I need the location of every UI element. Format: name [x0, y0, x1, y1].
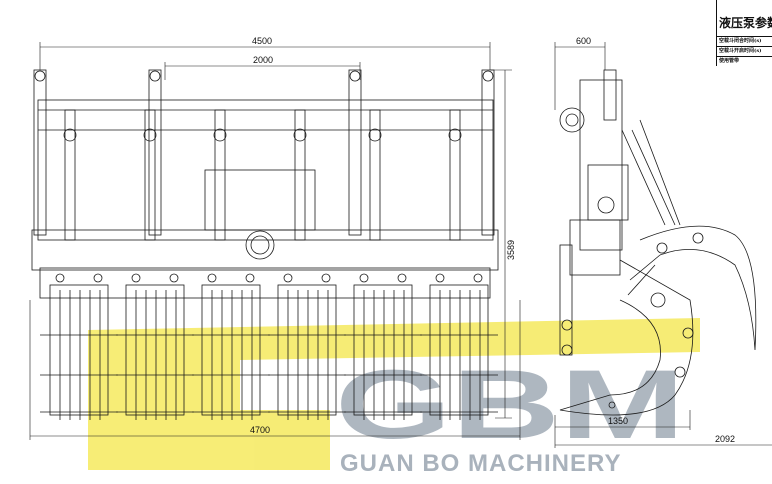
dimension-lines: [29, 42, 772, 448]
spec-table: 液压泵参数 空载斗闭合时间(s) 空载斗开启时间(s) 使用管带: [716, 0, 772, 66]
dim-600: 600: [576, 36, 591, 46]
spec-row: 空载斗闭合时间(s): [717, 36, 772, 46]
side-view: [559, 69, 757, 416]
dim-4700: 4700: [250, 425, 270, 435]
dim-3589: 3589: [506, 240, 516, 260]
dim-4500: 4500: [252, 36, 272, 46]
dim-2000: 2000: [253, 55, 273, 65]
svg-text:GBM: GBM: [335, 349, 685, 459]
watermark-logo: GBM: [88, 318, 700, 470]
dim-1350: 1350: [608, 416, 628, 426]
spec-row: 使用管带: [717, 56, 772, 66]
spec-row: 空载斗开启时间(s): [717, 46, 772, 56]
spec-table-title: 液压泵参数: [719, 16, 772, 30]
front-view: [31, 69, 499, 420]
dim-2092: 2092: [715, 434, 735, 444]
watermark-text: GUAN BO MACHINERY: [340, 450, 622, 477]
